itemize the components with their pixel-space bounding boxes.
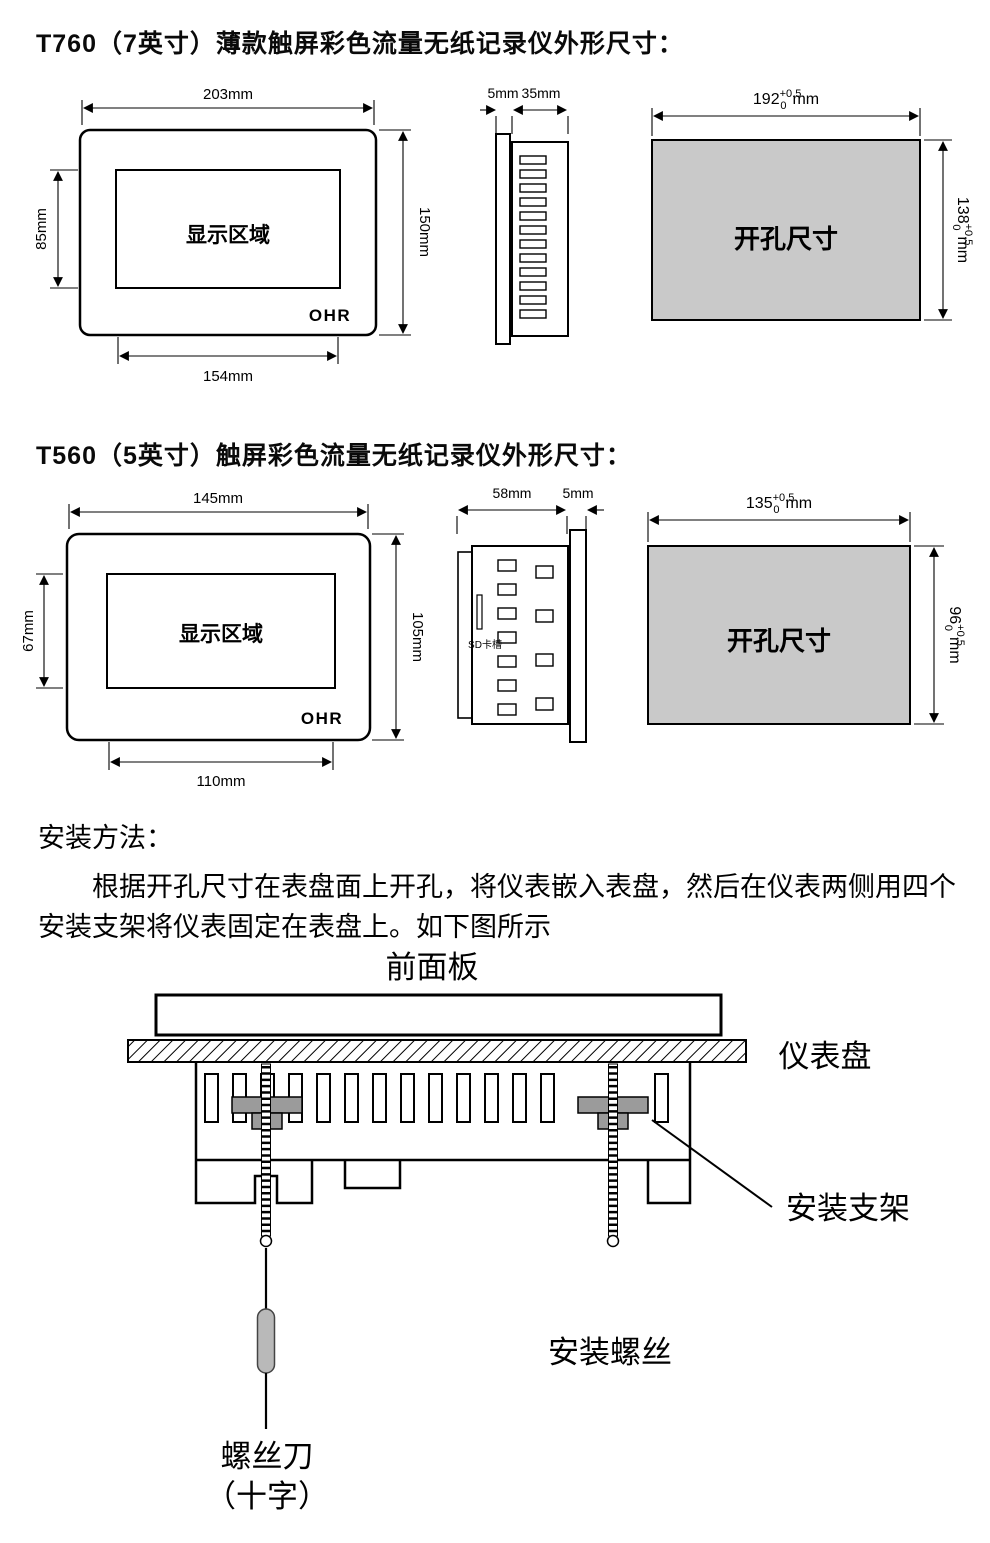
- t560-terminal-slots-mid: [497, 559, 517, 716]
- t760-title: T760（7英寸）薄款触屏彩色流量无纸记录仪外形尺寸：: [36, 30, 684, 58]
- t760-side-body: [511, 141, 569, 337]
- t760-cutout-dims: [651, 108, 952, 321]
- bracket-pointer-line: [651, 1119, 773, 1208]
- t560-bottom-dim-label: 110mm: [197, 773, 246, 790]
- t760-side-view: [480, 105, 569, 345]
- t760-cutout-label: 开孔尺寸: [734, 224, 838, 254]
- t560-diagrams: 145mm 67mm 105mm 110mm 显示区域 OHR: [20, 485, 966, 790]
- t760-ohr-logo: OHR: [309, 306, 351, 325]
- t560-left-dim-label: 67mm: [20, 610, 37, 652]
- t560-sd-slot-rect: [476, 594, 483, 630]
- t760-body-depth-label: 35mm: [522, 85, 561, 101]
- t760-top-dim-label: 203mm: [203, 86, 253, 103]
- mounting-screw-right: [606, 1063, 620, 1248]
- screwdriver-label-line2: （十字）: [205, 1479, 329, 1514]
- t560-display-label: 显示区域: [179, 622, 263, 646]
- t760-cutout-view: [651, 108, 952, 321]
- t560-terminal-slots-right: [535, 565, 554, 711]
- front-panel-label: 前面板: [386, 950, 479, 985]
- bracket-label: 安装支架: [786, 1191, 910, 1226]
- t760-bottom-dim-label: 154mm: [203, 368, 253, 385]
- t560-cutout-dims: [647, 512, 944, 725]
- t760-diagrams: 203mm 150mm 85mm 154mm 显示区域 OHR 5mm: [33, 85, 974, 385]
- t560-ohr-logo: OHR: [301, 709, 343, 728]
- t760-outer-frame: [78, 128, 378, 337]
- t760-display-label: 显示区域: [186, 223, 270, 247]
- instrument-body: [194, 1062, 692, 1205]
- t560-mount-plate: [457, 551, 473, 719]
- mounting-screw-left: [259, 1063, 273, 1248]
- t760-terminal-slots: [519, 155, 547, 319]
- t560-cutout-label: 开孔尺寸: [727, 626, 831, 656]
- t760-front-view: [50, 100, 411, 364]
- t560-sd-slot-label: SD卡槽: [468, 638, 502, 651]
- t760-display-rect: [115, 169, 341, 289]
- t560-left-dim: [36, 573, 63, 689]
- t560-bottom-dim: [108, 742, 334, 770]
- t560-bezel-strip: [569, 529, 587, 743]
- t560-top-dim-label: 145mm: [193, 490, 243, 507]
- panel-hatched-bar: [127, 1039, 747, 1063]
- t560-body-depth-label: 58mm: [493, 485, 532, 501]
- t760-cutout-rect: [651, 139, 921, 321]
- t560-cutout-view: [647, 512, 944, 725]
- t760-right-dim-label: 150mm: [416, 207, 433, 257]
- t560-display-rect: [106, 573, 336, 689]
- t560-side-body: [471, 545, 569, 725]
- t760-left-dim: [50, 169, 78, 289]
- t560-side-view: [456, 505, 604, 743]
- t560-cutout-height-label: 96+0.50mm: [942, 606, 966, 663]
- panel-label: 仪表盘: [779, 1039, 872, 1074]
- t760-front-depth-label: 5mm: [487, 85, 518, 101]
- t560-side-dims: [456, 505, 604, 534]
- front-panel-rect: [154, 993, 723, 1037]
- screw-label: 安装螺丝: [548, 1335, 672, 1370]
- t760-bezel-strip: [495, 133, 511, 345]
- install-paragraph: 根据开孔尺寸在表盘面上开孔，将仪表嵌入表盘，然后在仪表两侧用四个安装支架将仪表固…: [38, 871, 956, 943]
- t560-cutout-rect: [647, 545, 911, 725]
- t560-front-view: [36, 504, 404, 770]
- install-heading: 安装方法：: [38, 823, 173, 853]
- t760-cutout-height-label: 138+0.50mm: [950, 197, 974, 263]
- t560-top-dim: [68, 504, 369, 529]
- t560-title: T560（5英寸）触屏彩色流量无纸记录仪外形尺寸：: [36, 442, 632, 470]
- t760-top-dim: [81, 100, 375, 125]
- screwdriver-label-line1: 螺丝刀: [221, 1439, 314, 1474]
- screwdriver: [256, 1248, 276, 1429]
- t760-right-dim: [379, 129, 411, 336]
- t760-side-dims: [480, 105, 569, 134]
- t560-front-depth-label: 5mm: [562, 485, 593, 501]
- install-diagram: 前面板: [127, 950, 910, 1514]
- install-section: 安装方法： 根据开孔尺寸在表盘面上开孔，将仪表嵌入表盘，然后在仪表两侧用四个安装…: [38, 818, 966, 948]
- t560-right-dim-label: 105mm: [409, 612, 426, 662]
- t560-outer-frame: [65, 532, 372, 742]
- t560-right-dim: [372, 533, 404, 741]
- t760-left-dim-label: 85mm: [33, 208, 50, 250]
- t760-bottom-dim: [117, 337, 339, 364]
- screwdriver-tip: [256, 1308, 276, 1374]
